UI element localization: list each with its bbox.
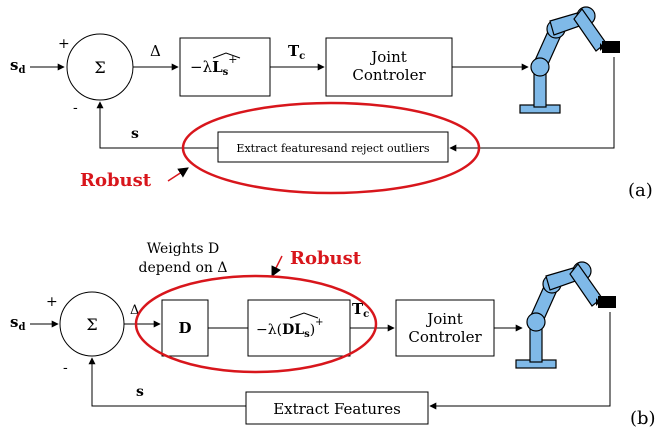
d-block-label: D [178,319,191,337]
robust-pointer-b [271,255,283,277]
input-sd-label: sd [10,56,25,76]
joint-controller-block-b [395,299,495,357]
sum-symbol: Σ [94,58,105,77]
gain-label-b: −λ(DLs)+ [256,317,324,340]
tc-label-b: Tc [352,300,369,320]
robot-arm-icon-b [515,261,617,369]
feedback-s-label-b: s [136,384,144,400]
joint-line2-b: Controler [408,328,482,346]
gain-block-b [247,299,351,357]
weights-line1: Weights D [147,241,219,257]
gain-label: −λLs+ [190,53,237,78]
panel-b-tag: (b) [630,408,656,429]
plus-sign-b: + [46,294,58,310]
delta-label-b: Δ [130,303,139,318]
panel-a-tag: (a) [628,180,653,201]
robust-label-b: Robust [290,248,362,269]
robust-ellipse [181,101,481,195]
weights-line2: depend on Δ [139,260,228,276]
minus-sign: - [73,100,78,116]
robust-pointer [167,167,189,182]
joint-line1-b: Joint [425,310,463,328]
feedback-s-label: s [131,126,139,142]
minus-sign-b: - [63,360,68,376]
extract-features-block [245,391,429,425]
extract-features-label: Extract Features [273,400,401,418]
extract-outliers-label: Extract featuresand reject outliers [236,142,429,155]
gain-block [179,37,271,97]
gain-hat-b [289,312,319,319]
gain-hat [212,52,241,59]
robust-label: Robust [80,170,152,191]
camera-feedback-wire [449,57,615,152]
panel-b: Weights D depend on Δ Robust sd + - Σ Δ … [10,241,656,429]
tc-label: Tc [288,42,305,62]
joint-line2: Controler [352,66,426,84]
joint-line1: Joint [369,48,407,66]
camera-feedback-wire-b [429,312,611,410]
extract-outliers-block [217,131,449,163]
feedback-arrow [96,101,218,149]
input-sd-label-b: sd [10,313,25,333]
delta-label: Δ [150,42,161,60]
robot-arm-icon [519,6,621,114]
plus-sign: + [58,36,70,52]
sum-symbol-b: Σ [86,315,97,334]
robust-ellipse-b [134,274,378,374]
panel-a: sd + - Σ Δ −λLs+ Tc Joint Controler Extr… [10,6,653,201]
feedback-arrow-b [88,357,246,407]
